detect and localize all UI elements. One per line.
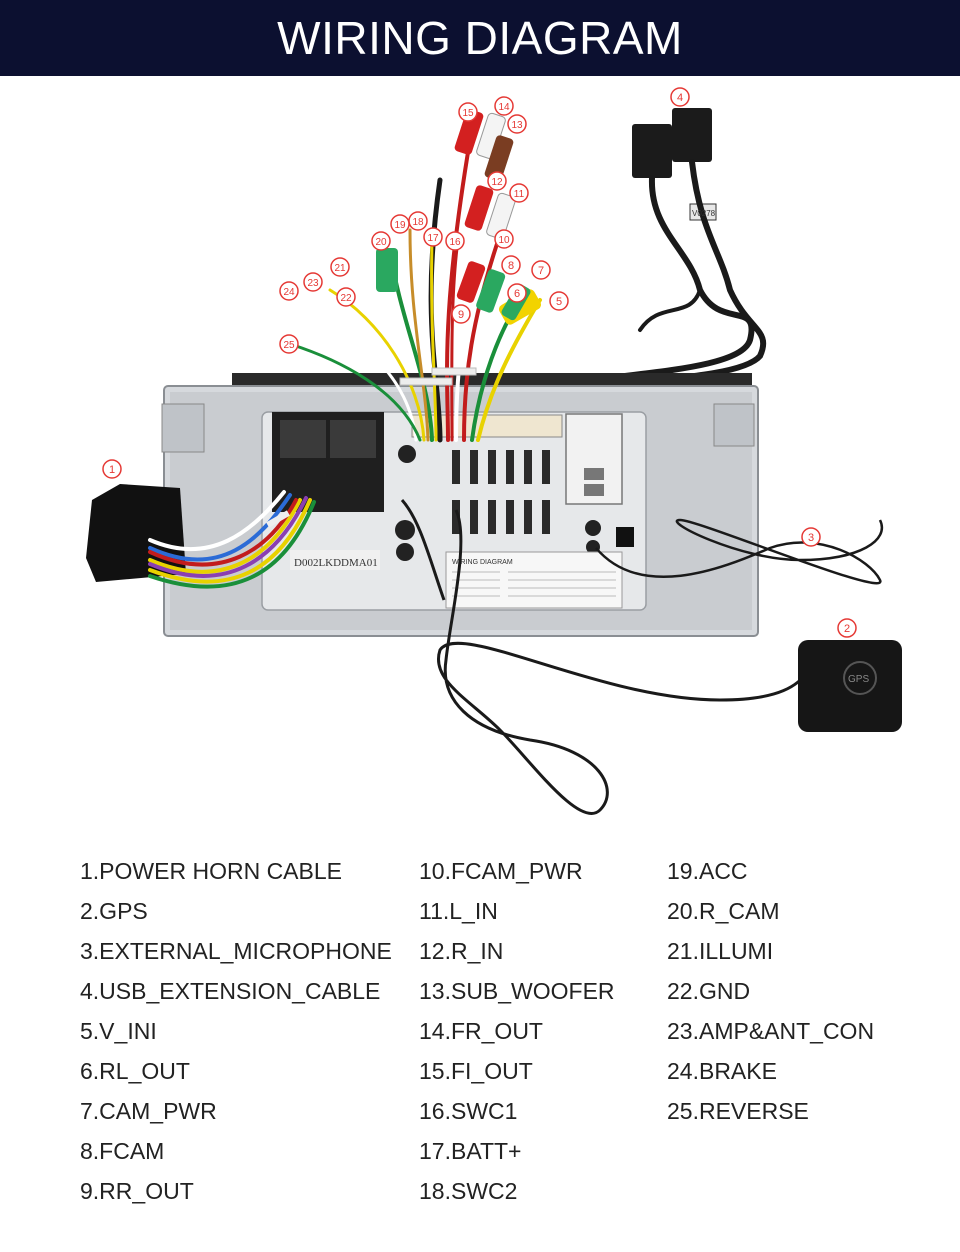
svg-text:1: 1 [109,464,115,476]
page-title: WIRING DIAGRAM [277,12,683,64]
gps-label: GPS [848,674,869,685]
svg-text:23: 23 [307,278,319,289]
legend-item: 24.BRAKE [667,1058,777,1084]
microphone-cable [595,518,883,585]
svg-text:24: 24 [283,287,295,298]
legend-item: 20.R_CAM [667,898,780,924]
svg-text:19: 19 [394,220,406,231]
legend-item: 5.V_INI [80,1018,157,1044]
callout-markers: 1 2 3 4 5 6 7 8 9 10 11 12 13 14 15 16 1… [102,87,857,638]
legend-item: 9.RR_OUT [80,1178,194,1204]
svg-text:8: 8 [508,260,514,272]
harness-label: D002LKDDMA01 [294,557,378,569]
svg-text:15: 15 [462,108,474,119]
legend-item: 8.FCAM [80,1138,165,1164]
sticker-title: WIRING DIAGRAM [452,559,513,566]
legend-item: 25.REVERSE [667,1098,809,1124]
legend-item: 17.BATT+ [419,1138,522,1164]
wiring-diagram-svg: WIRING DIAGRAM D002LKDDMA01 [86,87,902,815]
legend-item: 3.EXTERNAL_MICROPHONE [80,938,392,964]
svg-text:5: 5 [556,296,562,308]
legend-item: 11.L_IN [419,898,498,924]
svg-text:9: 9 [458,309,464,321]
legend-item: 22.GND [667,978,751,1004]
callout-9: 9 [451,304,471,324]
callout-20: 20 [371,231,391,251]
svg-text:21: 21 [334,263,346,274]
callout-7: 7 [531,260,551,280]
callout-3: 3 [801,527,821,547]
callout-25: 25 [279,334,299,354]
callout-14: 14 [494,96,514,116]
callout-19: 19 [390,214,410,234]
legend-item: 16.SWC1 [419,1098,518,1124]
legend-item: 15.FI_OUT [419,1058,533,1084]
svg-text:22: 22 [340,293,352,304]
legend-item: 23.AMP&ANT_CON [667,1018,875,1044]
callout-8: 8 [501,255,521,275]
legend-item: 13.SUB_WOOFER [419,978,615,1004]
callout-11: 11 [509,183,529,203]
power-horn-cable [86,484,316,589]
callout-15: 15 [458,102,478,122]
svg-text:4: 4 [677,92,683,104]
legend-item: 4.USB_EXTENSION_CABLE [80,978,381,1004]
callout-21: 21 [330,257,350,277]
callout-18: 18 [408,211,428,231]
svg-text:11: 11 [514,189,525,200]
svg-text:3: 3 [808,532,814,544]
gps-antenna: GPS [400,498,902,815]
wiring-photo: WIRING DIAGRAM D002LKDDMA01 [0,76,960,836]
legend-item: 21.ILLUMI [667,938,774,964]
legend-item: 2.GPS [80,898,148,924]
callout-1: 1 [102,459,122,479]
svg-text:17: 17 [427,233,439,244]
svg-text:18: 18 [412,217,424,228]
callout-23: 23 [303,272,323,292]
svg-text:10: 10 [498,235,510,246]
legend-item: 19.ACC [667,858,748,884]
svg-text:20: 20 [375,237,387,248]
svg-text:25: 25 [283,340,295,351]
callout-12: 12 [487,171,507,191]
callout-2: 2 [837,618,857,638]
callout-4: 4 [670,87,690,107]
svg-text:12: 12 [491,177,503,188]
legend-item: 12.R_IN [419,938,504,964]
legend-item: 7.CAM_PWR [80,1098,217,1124]
callout-10: 10 [494,229,514,249]
svg-text:13: 13 [511,120,523,131]
head-unit: WIRING DIAGRAM D002LKDDMA01 [161,373,759,637]
callout-22: 22 [336,287,356,307]
usb-extension-cable [557,108,767,395]
svg-text:2: 2 [844,623,850,635]
svg-text:16: 16 [449,237,461,248]
callout-17: 17 [423,227,443,247]
svg-text:6: 6 [514,288,520,300]
callout-6: 6 [507,283,527,303]
usb-tag: V0278 [692,209,716,218]
callout-13: 13 [507,114,527,134]
header-bar: WIRING DIAGRAM [0,0,960,76]
legend-item: 10.FCAM_PWR [419,858,583,884]
callout-5: 5 [549,291,569,311]
svg-text:14: 14 [498,102,510,113]
callout-24: 24 [279,281,299,301]
legend-item: 14.FR_OUT [419,1018,543,1044]
wire-legend: 1.POWER HORN CABLE 2.GPS 3.EXTERNAL_MICR… [0,850,960,1230]
legend-item: 1.POWER HORN CABLE [80,858,342,884]
callout-16: 16 [445,231,465,251]
legend-item: 6.RL_OUT [80,1058,190,1084]
svg-text:7: 7 [538,265,544,277]
legend-item: 18.SWC2 [419,1178,518,1204]
